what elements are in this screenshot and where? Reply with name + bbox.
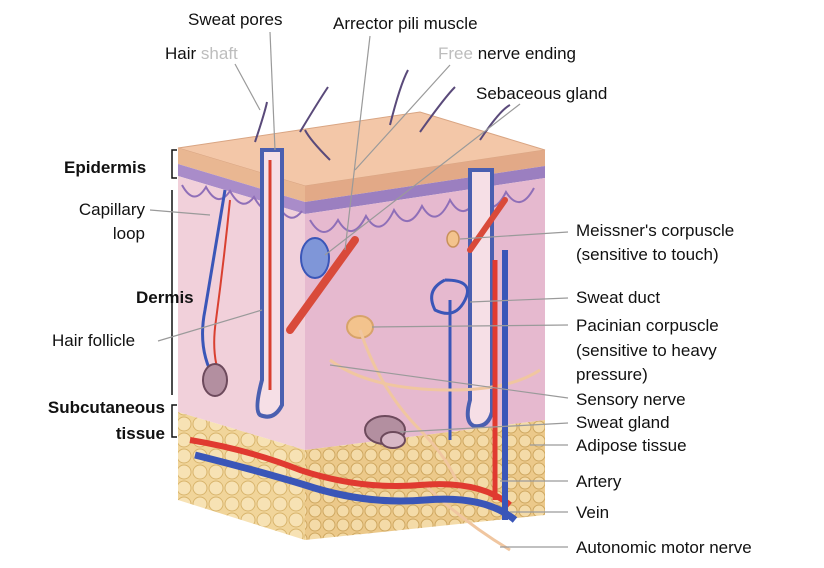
label-pacinian-line3: pressure) [576,365,648,385]
label-pacinian-line1: Pacinian corpuscle [576,316,719,336]
sebaceous-gland-icon [301,238,329,278]
label-meissner-line2: (sensitive to touch) [576,245,719,265]
label-capillary-loop-line2: loop [30,224,145,244]
label-adipose-tissue: Adipose tissue [576,436,687,456]
label-autonomic-motor-nerve: Autonomic motor nerve [576,538,752,558]
label-meissner-line1: Meissner's corpuscle [576,221,734,241]
label-hair-shaft: Hair shaft [165,44,238,64]
label-free-nerve-word2: nerve ending [478,44,576,63]
label-capillary-loop-line1: Capillary [30,200,145,220]
label-sweat-pores: Sweat pores [188,10,283,30]
label-sensory-nerve: Sensory nerve [576,390,686,410]
pacinian-corpuscle-icon [347,316,373,338]
label-dermis: Dermis [136,288,194,308]
label-subcutaneous-line1: Subcutaneous [10,398,165,418]
label-hair-follicle: Hair follicle [52,331,135,351]
label-hair-shaft-word1: Hair [165,44,196,63]
label-arrector-pili-muscle: Arrector pili muscle [333,14,478,34]
label-vein: Vein [576,503,609,523]
hair-follicle-front [257,150,282,417]
label-free-nerve-ending: Free nerve ending [438,44,576,64]
label-sebaceous-gland: Sebaceous gland [476,84,607,104]
label-hair-shaft-word2: shaft [201,44,238,63]
label-artery: Artery [576,472,621,492]
meissner-corpuscle-icon [447,231,459,247]
label-sweat-duct: Sweat duct [576,288,660,308]
dermis-layer [178,176,305,450]
label-subcutaneous-line2: tissue [10,424,165,444]
label-epidermis: Epidermis [64,158,146,178]
label-pacinian-line2: (sensitive to heavy [576,341,717,361]
label-sweat-gland: Sweat gland [576,413,670,433]
label-free-nerve-word1: Free [438,44,473,63]
